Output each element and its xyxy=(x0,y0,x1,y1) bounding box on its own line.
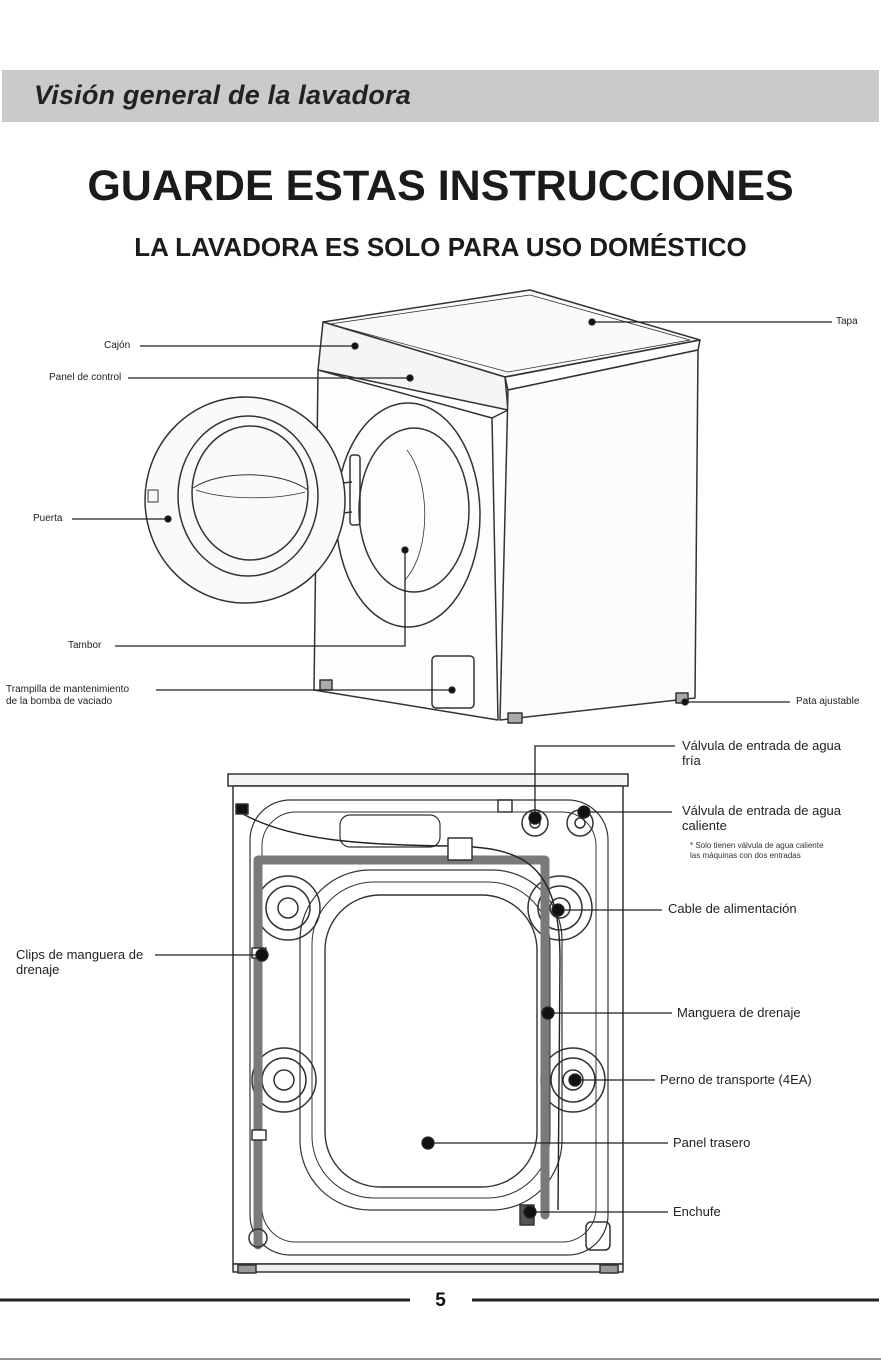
label-valvula-caliente-line2: caliente xyxy=(682,818,727,833)
label-panel-control: Panel de control xyxy=(49,372,122,383)
label-puerta: Puerta xyxy=(33,513,63,524)
label-pata: Pata ajustable xyxy=(796,696,860,707)
page-subtitle: LA LAVADORA ES SOLO PARA USO DOMÉSTICO xyxy=(134,232,747,262)
page-title: GUARDE ESTAS INSTRUCCIONES xyxy=(87,162,794,210)
label-valvula-fria-line2: fría xyxy=(682,753,701,768)
label-panel-trasero: Panel trasero xyxy=(673,1135,751,1150)
page-number: 5 xyxy=(435,1290,446,1311)
label-perno: Perno de transporte (4EA) xyxy=(660,1072,812,1087)
rear-view-washer-illustration xyxy=(227,773,629,1274)
label-trampilla-line1: Trampilla de mantenimiento xyxy=(6,684,130,695)
front-view-washer-illustration xyxy=(144,289,701,724)
label-tapa: Tapa xyxy=(836,316,858,327)
section-title: Visión general de la lavadora xyxy=(34,80,411,110)
label-clips-line2: drenaje xyxy=(16,962,60,977)
label-trampilla-line2: de la bomba de vaciado xyxy=(6,696,113,707)
section-header-band xyxy=(2,70,879,122)
label-valvula-fria-line1: Válvula de entrada de agua xyxy=(682,738,842,753)
label-enchufe: Enchufe xyxy=(673,1204,721,1219)
rear-leader-lines xyxy=(155,745,675,1219)
label-clips-line1: Clips de manguera de xyxy=(16,947,144,962)
note-hot-valve-line2: las máquinas con dos entradas xyxy=(690,851,801,860)
label-valvula-caliente-line1: Válvula de entrada de agua xyxy=(682,803,842,818)
front-leader-lines xyxy=(72,318,832,706)
label-manguera: Manguera de drenaje xyxy=(677,1005,801,1020)
note-hot-valve-line1: * Solo tienen válvula de agua caliente xyxy=(690,841,824,850)
label-cajon: Cajón xyxy=(104,340,131,351)
label-tambor: Tambor xyxy=(68,640,102,651)
label-cable: Cable de alimentación xyxy=(668,901,797,916)
